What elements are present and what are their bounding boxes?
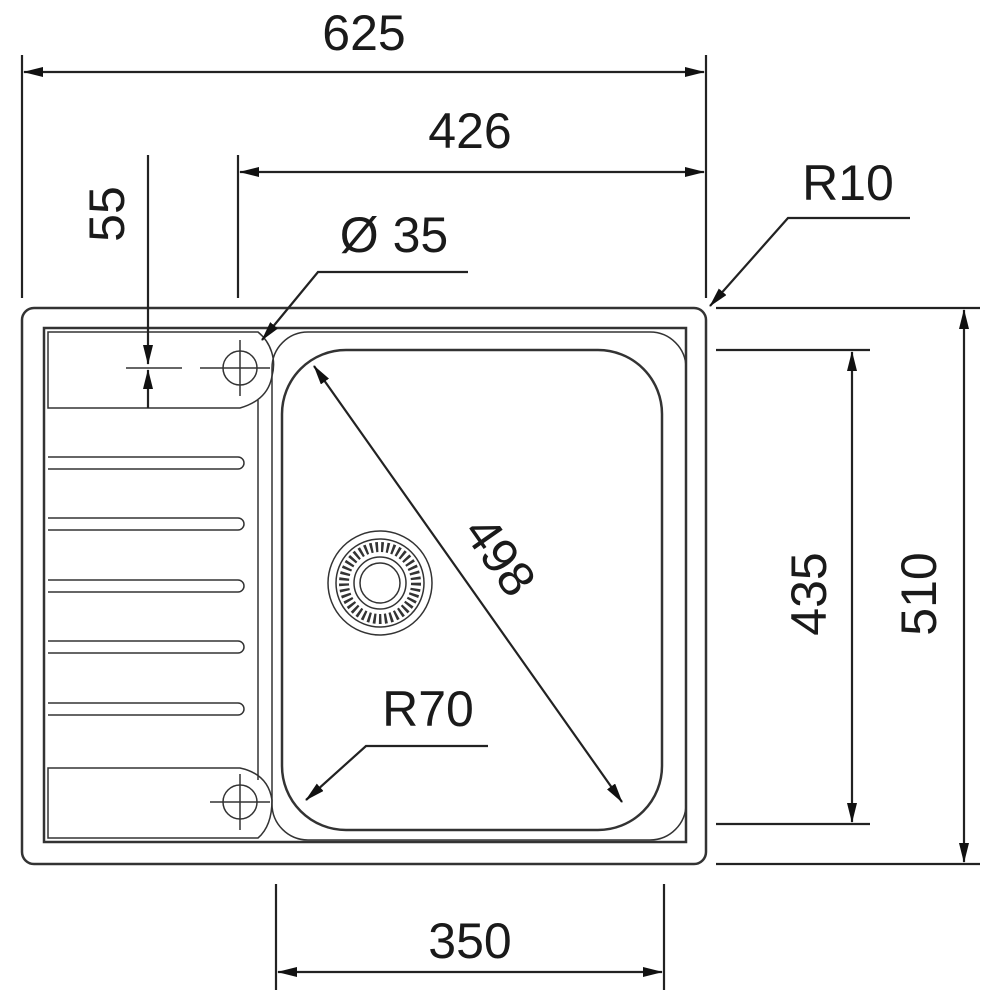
label-bowl-side-width: 426	[428, 103, 511, 159]
outer-rim	[20, 306, 708, 866]
dimension-outer-radius: R10	[709, 155, 910, 307]
rib	[48, 702, 245, 716]
bowl-outer	[271, 331, 687, 841]
label-bowl-length: 435	[781, 552, 837, 635]
rib	[48, 640, 245, 654]
dimension-overall-depth: 510	[716, 306, 980, 866]
drain-strainer-icon	[327, 530, 433, 636]
sink-outline	[20, 306, 708, 866]
dimension-bowl-side-width: 426	[236, 103, 705, 298]
label-bowl-diagonal: 498	[453, 506, 547, 606]
dimension-tap-hole-diameter: Ø 35	[261, 207, 468, 341]
dimension-bowl-length: 435	[716, 348, 870, 826]
drainboard-bottom-panel	[47, 767, 273, 839]
inner-rim	[42, 326, 688, 844]
label-outer-radius: R10	[802, 155, 894, 211]
rib	[48, 517, 245, 531]
tap-hole-icon	[210, 340, 270, 396]
bowl	[271, 331, 687, 841]
label-overall-width: 625	[322, 5, 405, 61]
label-tap-hole-diameter: Ø 35	[340, 207, 448, 263]
drainboard-ribs	[48, 456, 245, 716]
rib	[48, 456, 245, 470]
label-drain-offset: 55	[79, 186, 135, 242]
overflow-hole-icon	[210, 774, 270, 830]
rib	[48, 579, 245, 593]
bowl-inner	[280, 348, 664, 832]
dimension-bowl-corner-radius: R70	[305, 681, 488, 801]
label-bowl-corner-radius: R70	[382, 681, 474, 737]
dimension-overall-width: 625	[20, 5, 708, 298]
label-overall-depth: 510	[891, 552, 947, 635]
dimension-drain-offset: 55	[79, 155, 210, 408]
label-bowl-width: 350	[428, 913, 511, 969]
dimension-bowl-width: 350	[274, 884, 666, 990]
